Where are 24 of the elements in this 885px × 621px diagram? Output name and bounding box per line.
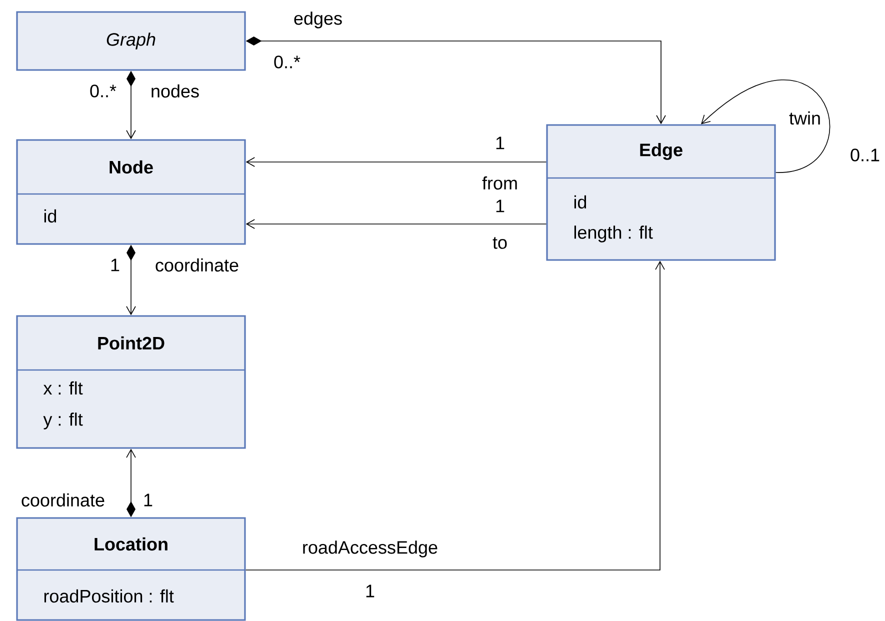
multiplicity-label: 0..*	[272, 54, 302, 70]
edge-label: to	[492, 236, 509, 250]
multiplicity-label: 1	[142, 492, 154, 508]
class-box: Point2D x : flt y : flt	[16, 315, 246, 449]
association-arrow	[701, 80, 830, 173]
multiplicity-label: 1	[364, 584, 376, 598]
edge-label: from	[481, 175, 519, 191]
edge-label: coordinate	[154, 257, 240, 273]
class-box: Graph	[16, 11, 246, 71]
multiplicity-label: 1	[494, 136, 506, 150]
multiplicity-label: 0..*	[88, 84, 118, 98]
multiplicity-label: 1	[109, 258, 121, 272]
edge-label: nodes	[149, 83, 201, 99]
association-arrow	[246, 157, 547, 167]
multiplicity-label: 1	[494, 198, 506, 214]
class-box: Edge id length : flt	[546, 124, 776, 261]
edge-label: coordinate	[20, 492, 106, 508]
association-arrow	[246, 219, 547, 229]
edge-label: twin	[788, 110, 822, 126]
multiplicity-label: 0..1	[849, 148, 882, 162]
class-box: Location roadPosition : flt	[16, 517, 246, 621]
association-arrow	[245, 260, 665, 570]
edge-label: roadAccessEdge	[300, 540, 440, 558]
edge-label: edges	[292, 10, 344, 30]
